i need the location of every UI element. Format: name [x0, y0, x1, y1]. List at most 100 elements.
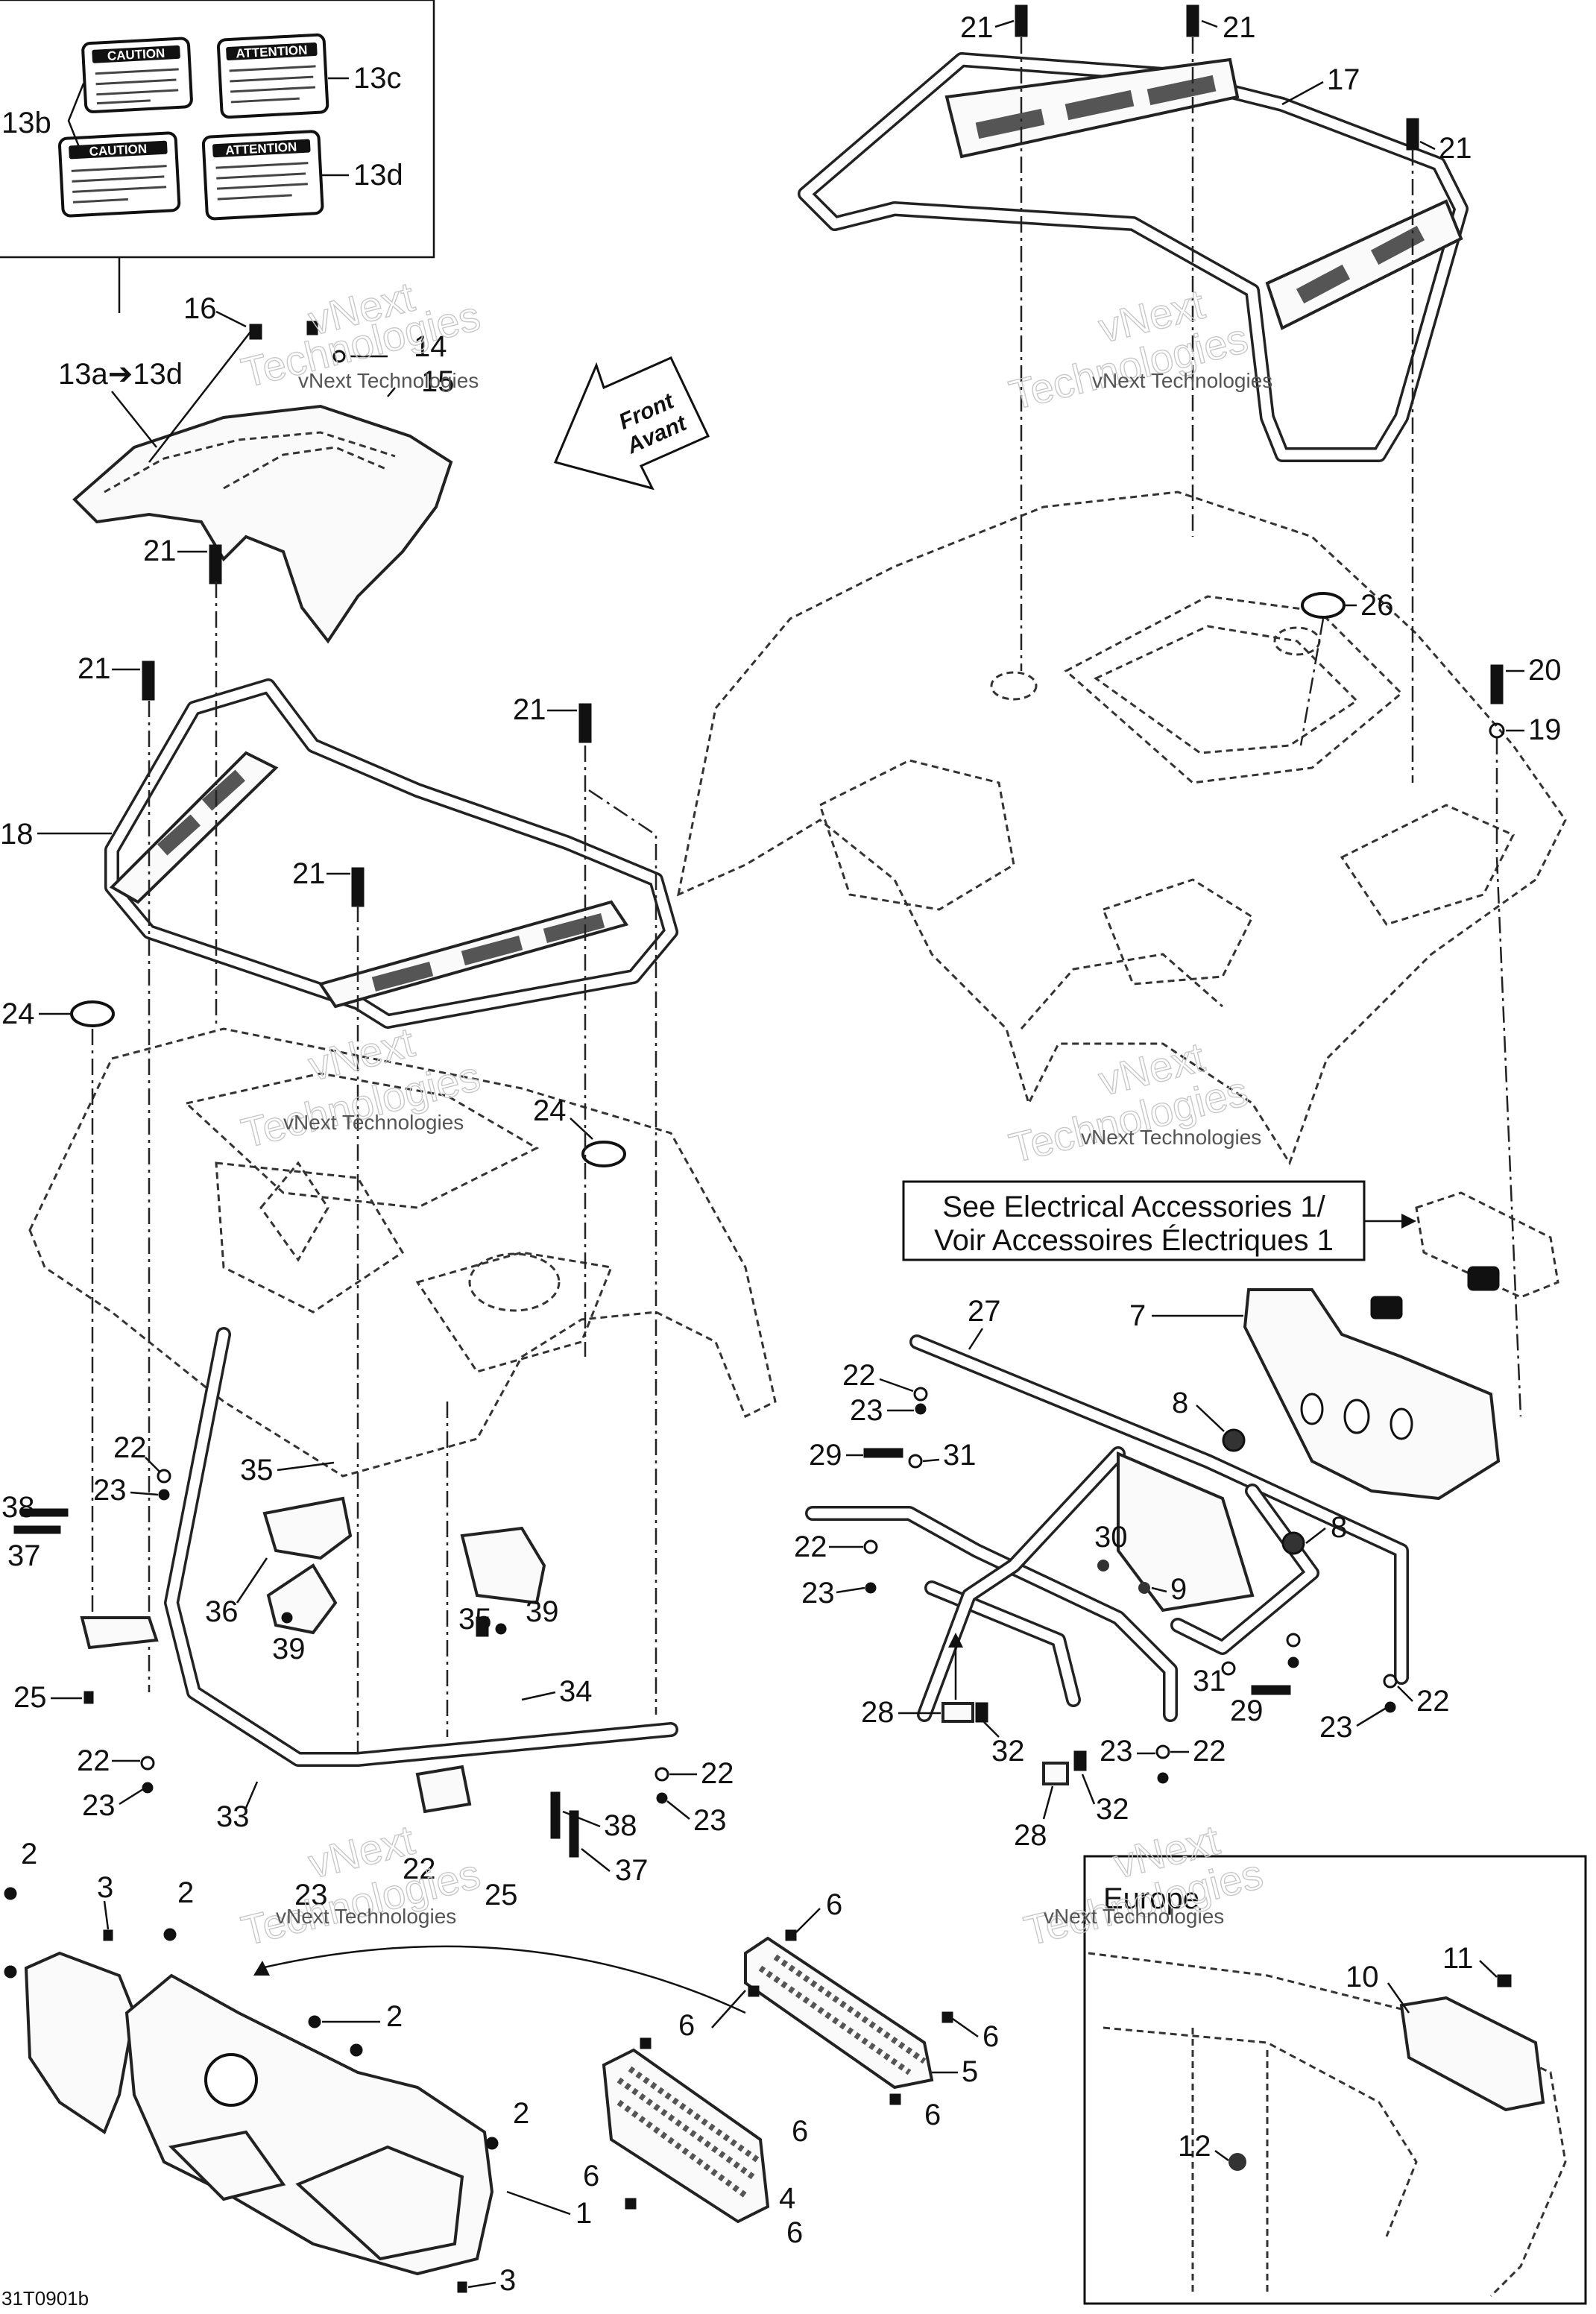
- nut-23-a: [915, 1403, 927, 1415]
- watermark-1: vNext Technologies vNext Technologies: [236, 272, 485, 397]
- label-39-b: 39: [526, 1595, 559, 1628]
- fastener-2-d: [308, 2015, 321, 2028]
- nut-23-e: [1157, 1772, 1169, 1784]
- label-6-g: 6: [786, 2216, 803, 2249]
- fastener-2-f: [485, 2137, 499, 2150]
- fastener-2-e: [350, 2043, 363, 2057]
- label-13c: 13c: [353, 62, 402, 95]
- plug-24-right: [581, 1141, 626, 1167]
- label-11: 11: [1442, 1942, 1474, 1975]
- washer-31-b: [1221, 1661, 1236, 1676]
- washer-22-b: [863, 1539, 878, 1554]
- label-6-c: 6: [982, 2020, 999, 2053]
- label-33: 33: [216, 1800, 250, 1833]
- clip-6-d: [889, 2093, 901, 2105]
- label-25-a: 25: [13, 1681, 47, 1714]
- washer-31-a: [908, 1454, 923, 1469]
- label-35-a: 35: [240, 1454, 274, 1487]
- label-13d: 13d: [353, 159, 403, 192]
- decal-box-frame: [0, 0, 435, 259]
- front-dash-cover: [72, 327, 453, 644]
- label-19: 19: [1528, 713, 1562, 746]
- decal-attention-label-2: ATTENTION: [225, 139, 297, 157]
- label-22-a: 22: [842, 1359, 876, 1392]
- clip-6-a: [785, 1929, 797, 1941]
- nut-39-a: [281, 1612, 293, 1624]
- bolt-21-cover: [209, 544, 222, 584]
- label-23-h: 23: [1100, 1735, 1133, 1768]
- label-24-a: 24: [1, 997, 35, 1030]
- label-22-e: 22: [701, 1757, 734, 1790]
- nut-23-d: [1384, 1701, 1396, 1713]
- see-box-line1: See Electrical Accessories 1/: [942, 1191, 1325, 1223]
- watermark-3: vNext Technologies vNext Technologies: [236, 1018, 485, 1157]
- decal-13c-attention-top: ATTENTION: [216, 33, 329, 119]
- assembly-guides: [91, 37, 1522, 1759]
- watermark-2: vNext Technologies vNext Technologies: [1004, 280, 1272, 419]
- label-34: 34: [559, 1675, 593, 1708]
- label-20: 20: [1528, 654, 1562, 687]
- clip-6-f: [625, 2198, 637, 2210]
- bracket-28-b: [1042, 1762, 1069, 1785]
- label-6-e: 6: [792, 2115, 808, 2148]
- label-5: 5: [962, 2055, 978, 2088]
- label-15: 15: [421, 365, 455, 398]
- decal-caution-label-1: CAUTION: [107, 46, 165, 63]
- screw-3-b: [457, 2281, 467, 2293]
- label-13b: 13b: [1, 107, 51, 139]
- label-12: 12: [1178, 2130, 1211, 2163]
- tail-light-assembly: [1370, 1191, 1559, 1320]
- bracket-34: [460, 1526, 546, 1605]
- label-24-b: 24: [533, 1094, 567, 1127]
- bolt-21-rack17-c: [1406, 118, 1419, 151]
- clip-6-b: [748, 1985, 760, 1997]
- nut-23-g: [142, 1782, 154, 1794]
- label-31-a: 31: [943, 1439, 977, 1472]
- label-30: 30: [1094, 1521, 1128, 1554]
- label-25-b: 25: [485, 1879, 518, 1911]
- label-32-a: 32: [991, 1735, 1025, 1768]
- label-37-b: 37: [615, 1854, 649, 1887]
- watermark-small-4: vNext Technologies: [1081, 1126, 1261, 1149]
- label-21-g: 21: [292, 857, 326, 890]
- label-21-f: 21: [513, 693, 546, 726]
- screw-11: [1497, 1974, 1512, 1987]
- label-6-b: 6: [678, 2009, 695, 2042]
- bolt-21-rack17-a: [1015, 4, 1028, 37]
- decal-13b-caution-bottom: CAUTION: [57, 131, 181, 218]
- screw-3-a: [103, 1929, 113, 1941]
- watermark-small-1: vNext Technologies: [298, 369, 479, 392]
- washer-22-f: [157, 1469, 171, 1484]
- rear-fender-body: [676, 491, 1567, 1166]
- grille-insert-5: [744, 1936, 934, 2090]
- label-7: 7: [1129, 1299, 1146, 1332]
- label-23-a: 23: [850, 1394, 883, 1427]
- watermark-5: vNext Technologies vNext Technologies: [236, 1815, 485, 1955]
- label-21-d: 21: [143, 535, 177, 567]
- label-22-d: 22: [77, 1744, 110, 1777]
- europe-title: Europe: [1103, 1882, 1199, 1915]
- leader-13b: [67, 83, 85, 159]
- label-35-b: 35: [458, 1603, 492, 1636]
- label-29-b: 29: [1230, 1694, 1264, 1727]
- europe-box: Europe: [1083, 1855, 1587, 2305]
- label-2-d: 2: [513, 2097, 529, 2130]
- label-13a-13d: 13a➔13d: [58, 358, 183, 391]
- label-21-a: 21: [960, 11, 994, 44]
- bolt-21-rack18-c: [351, 867, 365, 907]
- watermark-small-5: vNext Technologies: [276, 1905, 456, 1928]
- fastener-2-c: [163, 1928, 177, 1941]
- label-2-a: 2: [21, 1838, 37, 1870]
- front-fender-body: [28, 1027, 777, 1478]
- washer-22-e: [1155, 1744, 1170, 1759]
- label-37-a: 37: [7, 1539, 41, 1572]
- label-21-e: 21: [78, 652, 111, 685]
- decal-group: CAUTION ATTENTION CAUTION: [0, 0, 435, 313]
- decal-caution-label-2: CAUTION: [89, 142, 147, 159]
- front-rack-18: [104, 678, 678, 1029]
- label-28-a: 28: [861, 1696, 895, 1729]
- label-2-b: 2: [177, 1876, 194, 1909]
- label-16: 16: [183, 292, 217, 325]
